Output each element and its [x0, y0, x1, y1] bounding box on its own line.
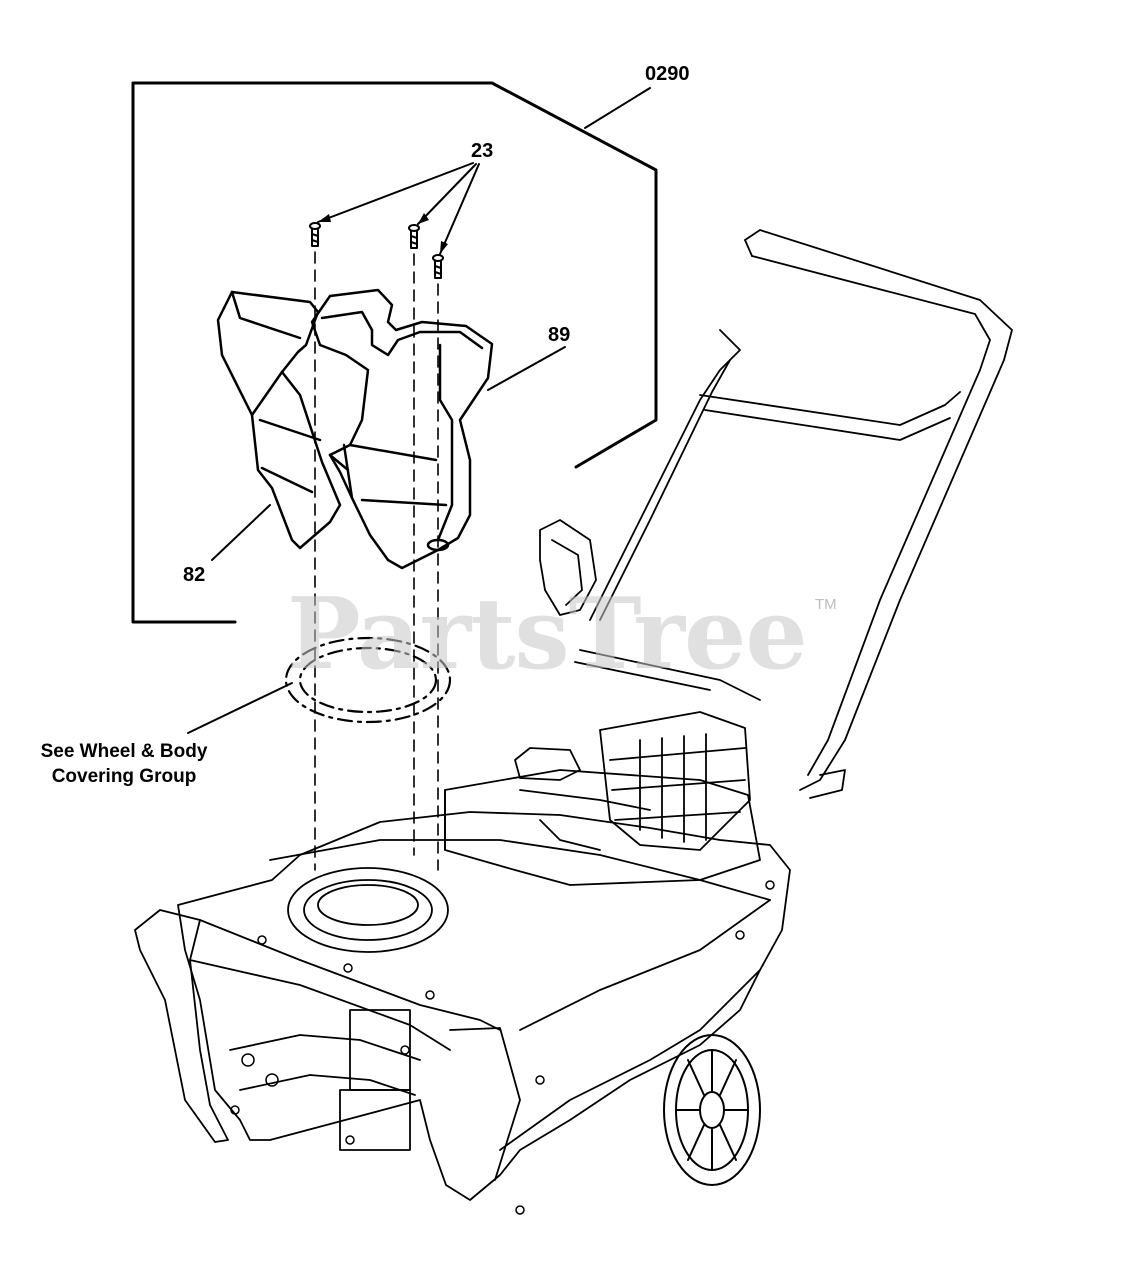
screw: [309, 222, 321, 247]
watermark-trademark: TM: [815, 596, 837, 613]
assembly-bracket: [131, 81, 658, 624]
handle: [539, 229, 1013, 799]
wheel: [663, 1034, 761, 1186]
see-wheel-body-note: See Wheel & Body Covering Group: [34, 739, 214, 789]
body-housing: [134, 811, 791, 1201]
screws-23: [309, 222, 444, 279]
leader-23-b: [417, 163, 477, 225]
note-line-1: See Wheel & Body: [40, 741, 208, 762]
callout-23: 23: [471, 140, 494, 162]
callout-0290: 0290: [645, 63, 690, 85]
note-line-2: Covering Group: [51, 766, 197, 787]
leader-arrowheads: [318, 213, 448, 254]
leader-lines: [187, 87, 651, 734]
engine: [444, 711, 761, 886]
callout-89: 89: [548, 324, 571, 346]
leader-82: [211, 504, 271, 561]
leader-23-c: [439, 163, 480, 255]
chute-ring: [284, 636, 452, 724]
leader-89: [487, 346, 566, 391]
watermark: PartsTree: [287, 577, 808, 692]
callout-82: 82: [183, 564, 206, 586]
leader-23-a: [317, 162, 474, 223]
chute-89: [310, 288, 494, 570]
leader-0290: [584, 87, 651, 129]
screw: [432, 254, 444, 279]
fastener-details: [230, 880, 775, 1215]
deflector-82: [216, 290, 342, 550]
assembly-dashed-lines: [314, 251, 439, 871]
screw: [408, 224, 420, 249]
leader-see-wheel: [187, 682, 293, 734]
